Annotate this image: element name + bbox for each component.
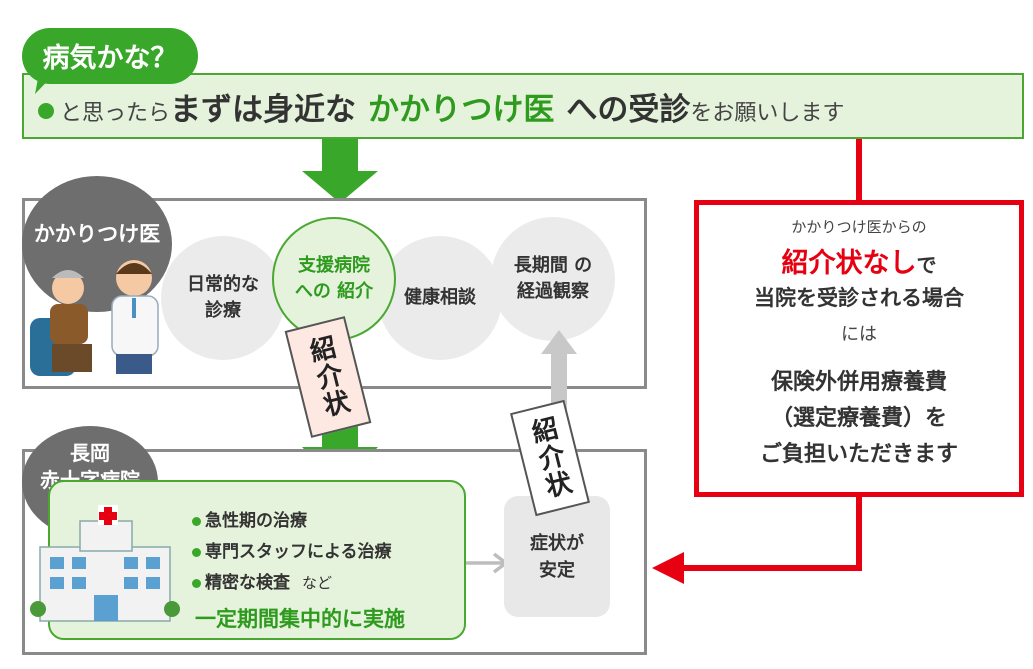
bullet-icon	[38, 103, 54, 119]
service-text: 精密な検査	[205, 573, 290, 593]
bullet-icon	[192, 578, 201, 588]
notice-line5: 保険外併用療養費	[770, 370, 947, 395]
service-text: 専門スタッフによる治療	[205, 542, 392, 562]
notice-line3: 当院を受診される場合	[754, 286, 964, 310]
bubble-tail-icon	[35, 68, 60, 94]
service-summary: 一定期間集中的に実施	[195, 607, 405, 631]
support-line2: への 紹介	[294, 281, 374, 302]
long-line1: 長期間 の	[513, 254, 593, 276]
daily-line2: 診療	[205, 300, 241, 321]
doctor-patient-illustration	[30, 260, 159, 376]
notice-line2-red: 紹介状なし	[781, 248, 917, 279]
notice-box	[694, 200, 1024, 497]
notice-line2-rest: で	[916, 253, 937, 277]
circle-daily-care: 日常的な診療	[161, 236, 285, 360]
circle-long-term: 長期間 の経過観察	[491, 217, 615, 341]
arrow-down-icon	[302, 139, 378, 203]
circle-health-consult: 健康相談	[378, 236, 502, 360]
notice-line6: （選定療養費）を	[770, 406, 947, 431]
service-item: 急性期の治療	[192, 506, 307, 531]
bullet-icon	[192, 547, 201, 557]
referral-letter-text: 紹介状	[524, 413, 575, 503]
daily-line1: 日常的な	[187, 273, 259, 295]
hospital-label-line1: 長岡	[70, 441, 110, 465]
notice-line7: ご負担いただきます	[759, 442, 958, 467]
clinic-label: かかりつけ医	[33, 222, 161, 246]
hospital-building-illustration	[30, 505, 180, 622]
health-text: 健康相談	[404, 286, 476, 308]
notice-content: かかりつけ医からの 紹介状なしで 当院を受診される場合 には 保険外併用療養費 …	[699, 216, 1019, 468]
banner-part3: かかりつけ医	[368, 92, 555, 128]
top-banner	[22, 73, 1024, 139]
red-connector	[856, 139, 862, 202]
banner-part1: と思ったら	[60, 101, 171, 126]
banner-part5: をお願いします	[690, 101, 845, 126]
banner-part2: まずは身近な	[170, 92, 357, 128]
bubble-text: 病気かな？	[42, 43, 178, 74]
banner-part4: への受診	[566, 92, 691, 128]
service-suffix: など	[302, 574, 333, 592]
service-text: 急性期の治療	[205, 511, 307, 531]
notice-line1: かかりつけ医からの	[791, 218, 927, 236]
stable-symptoms-box: 症状が安定	[504, 496, 610, 617]
stable-line2: 安定	[539, 559, 575, 581]
banner-message: と思ったら まずは身近な かかりつけ医 への受診 をお願いします	[60, 84, 844, 128]
arrow-left-icon	[652, 552, 684, 584]
service-item: 精密な検査など	[192, 568, 332, 593]
red-connector	[856, 495, 862, 570]
long-line2: 経過観察	[517, 281, 589, 302]
support-line1: 支援病院	[298, 254, 370, 276]
referral-letter-text: 紹介状	[302, 332, 353, 422]
red-connector	[680, 565, 862, 571]
notice-line4: には	[841, 324, 877, 345]
bullet-icon	[192, 516, 201, 526]
service-item: 専門スタッフによる治療	[192, 537, 392, 562]
stable-line1: 症状が	[530, 532, 584, 554]
notice-line2: 紹介状なしで	[699, 241, 1019, 280]
